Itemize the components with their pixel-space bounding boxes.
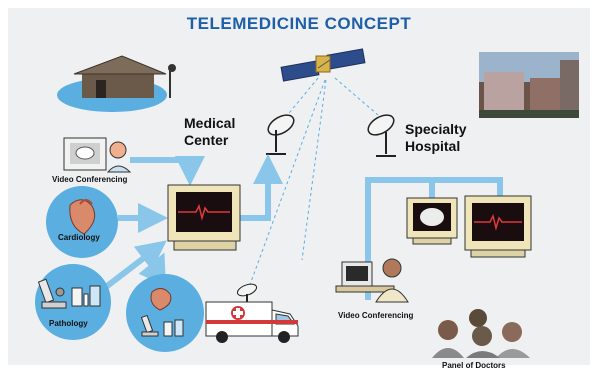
cardiology-label: Cardiology [58,233,100,242]
panel-of-doctors-label: Panel of Doctors [442,361,506,370]
ecg-monitor-icon [167,184,241,251]
satellite-signal-lines [247,77,379,291]
diagram-title: TELEMEDICINE CONCEPT [186,14,412,33]
heart-icon [69,199,96,235]
satellite-icon [280,48,366,82]
lab-equipment-icon [71,285,101,307]
hut-icon [57,55,176,112]
video-conferencing-left-label: Video Conferencing [52,175,128,184]
hospital-building-photo [479,52,579,118]
satellite-dish-icon [367,114,396,157]
ambulance-icon [205,283,299,343]
microscope-icon [37,278,67,309]
brain-scan-icon [406,197,458,245]
video-conferencing-right-label: Video Conferencing [338,311,414,320]
specialty-hospital-label: Specialty Hospital [405,121,467,154]
pathology-circle [35,264,111,340]
ecg-monitor-icon [464,195,532,258]
satellite-dish-icon [266,114,295,155]
video-conferencing-right-icon [335,258,409,303]
mobile-unit-circle [126,274,204,352]
cardiology-circle [46,186,118,258]
medical-center-label: Medical Center [184,115,236,148]
pathology-label: Pathology [49,319,88,328]
panel-of-doctors-icon [432,309,530,358]
video-conferencing-left-icon [63,137,132,173]
